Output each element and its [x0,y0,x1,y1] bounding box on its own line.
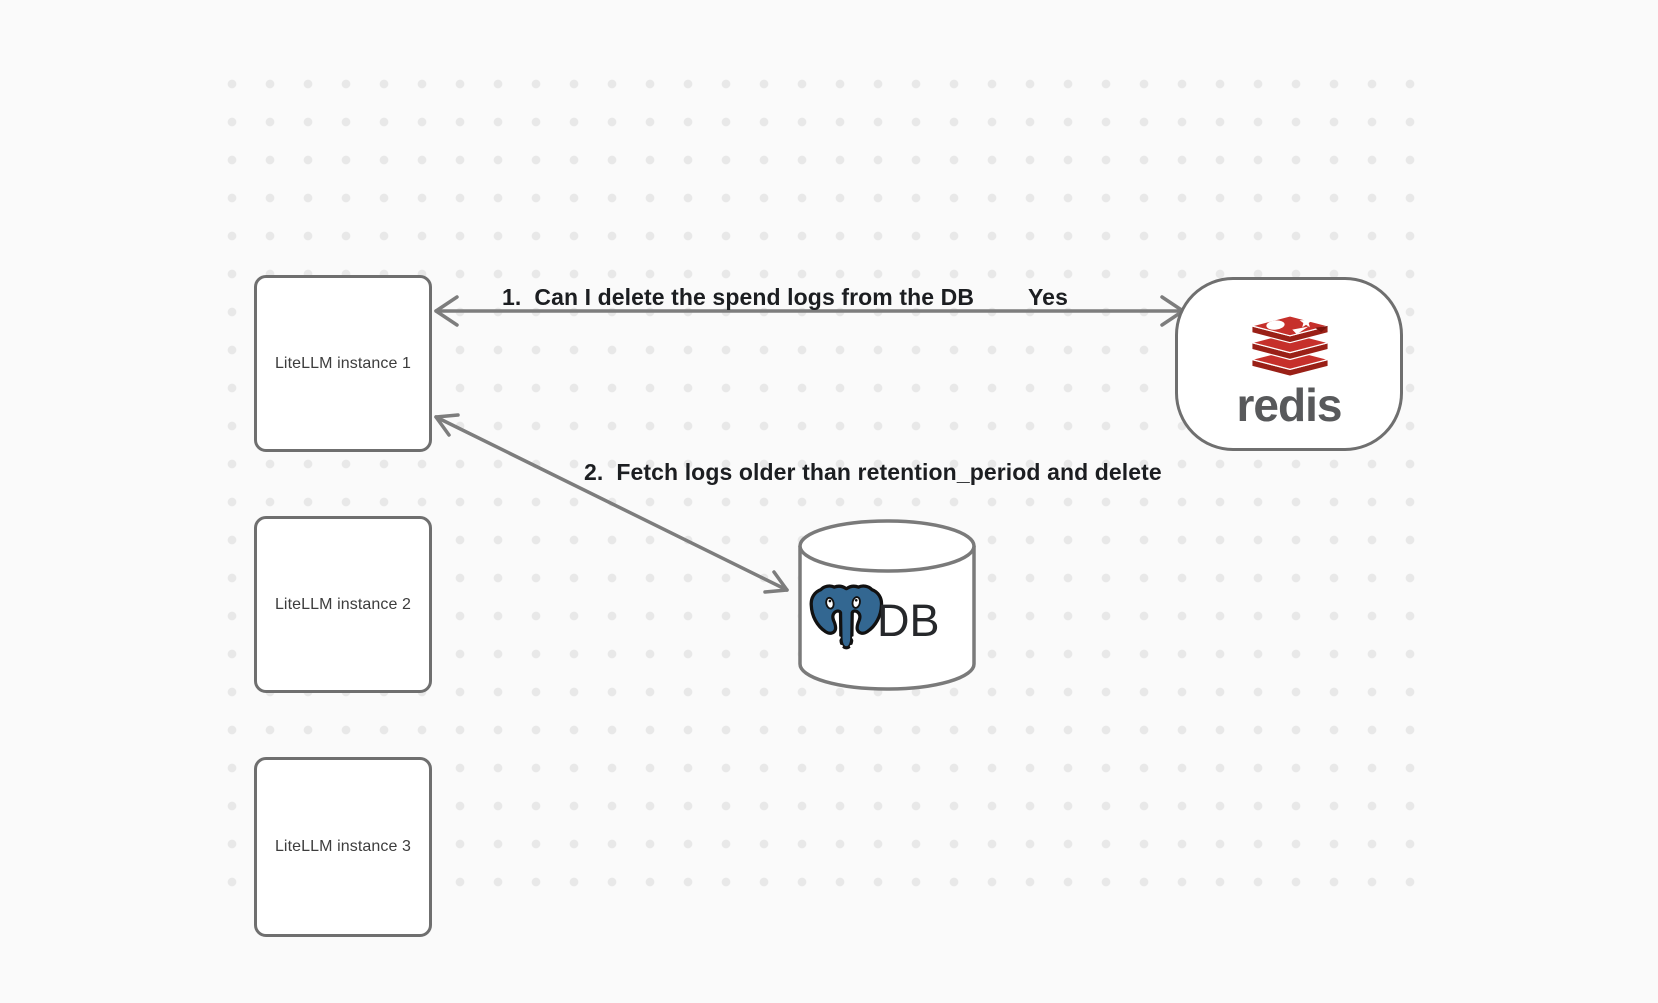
postgresql-logo-icon [809,584,884,650]
redis-wordmark: redis [1236,379,1343,431]
node-db[interactable]: DB [797,517,977,693]
db-cylinder-shape [798,519,976,691]
node-label: LiteLLM instance 2 [274,595,412,613]
node-litellm-instance-1[interactable]: LiteLLM instance 1 [254,275,432,452]
node-label: LiteLLM instance 3 [274,838,412,855]
node-redis[interactable]: redis [1175,277,1403,451]
db-label: DB [877,595,940,646]
redis-logo-icon [1249,315,1331,377]
node-label: LiteLLM instance 1 [274,354,412,372]
node-litellm-instance-3[interactable]: LiteLLM instance 3 [254,757,432,937]
arrow-instance1-db[interactable] [434,413,789,594]
arrow1-response-label[interactable]: Yes [1028,284,1068,310]
arrow1-label[interactable]: 1. Can I delete the spend logs from the … [502,284,975,310]
node-litellm-instance-2[interactable]: LiteLLM instance 2 [254,516,432,693]
arrow2-label[interactable]: 2. Fetch logs older than retention_perio… [584,459,1162,485]
